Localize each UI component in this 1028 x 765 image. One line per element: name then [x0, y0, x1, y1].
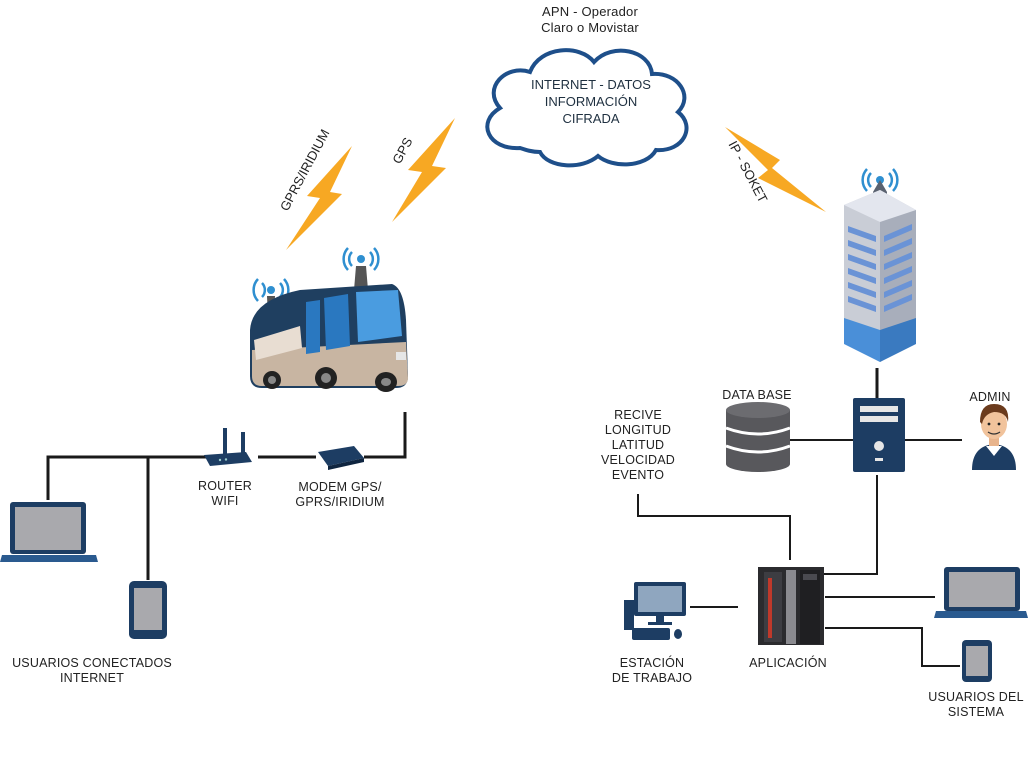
- bus-icon: [250, 266, 408, 392]
- line-modem-bus: [364, 412, 407, 459]
- usuarios-conectados-label: USUARIOS CONECTADOS INTERNET: [12, 656, 172, 685]
- usuarios-sistema-label: USUARIOS DEL SISTEMA: [928, 690, 1024, 719]
- estacion-label: ESTACIÓN DE TRABAJO: [611, 656, 693, 685]
- modem-label: MODEM GPS/ GPRS/IRIDIUM: [295, 480, 385, 509]
- apn-label: APN - Operador Claro o Movistar: [541, 4, 639, 35]
- workstation-icon: [624, 582, 686, 640]
- lightning-gps: [392, 118, 455, 222]
- laptop-icon: [0, 502, 98, 562]
- cloud-icon: [485, 48, 689, 168]
- lightning-gprs: [286, 146, 352, 250]
- server-icon: [853, 398, 905, 472]
- lightning-ip: [725, 127, 826, 212]
- smartphone-icon-right: [962, 640, 992, 682]
- line-app-phone: [825, 627, 960, 667]
- smartphone-icon: [129, 581, 167, 639]
- modem-icon: [318, 446, 364, 470]
- connector-lines: [46, 368, 962, 667]
- line-recive-app: [637, 494, 791, 560]
- router-label: ROUTER WIFI: [198, 479, 252, 508]
- data-base-label: DATA BASE: [722, 388, 792, 402]
- signal-icon: [252, 168, 899, 302]
- laptop-icon-right: [934, 567, 1028, 618]
- router-icon: [204, 428, 252, 466]
- recive-label: RECIVE LONGITUD LATITUD VELOCIDAD EVENTO: [600, 408, 676, 482]
- admin-avatar-icon: [972, 404, 1016, 470]
- signal-bus-right: [342, 247, 380, 271]
- cloud-label: INTERNET - DATOS INFORMACIÓN CIFRADA: [531, 77, 651, 126]
- building-icon: [844, 180, 916, 362]
- signal-building: [861, 168, 899, 192]
- database-icon: [725, 402, 791, 472]
- application-server-icon: [758, 567, 824, 645]
- aplicacion-label: APLICACIÓN: [749, 656, 827, 670]
- admin-label: ADMIN: [969, 390, 1011, 404]
- line-router-laptop: [46, 455, 228, 500]
- line-server-app: [822, 475, 878, 575]
- lightning-icon: [286, 118, 826, 250]
